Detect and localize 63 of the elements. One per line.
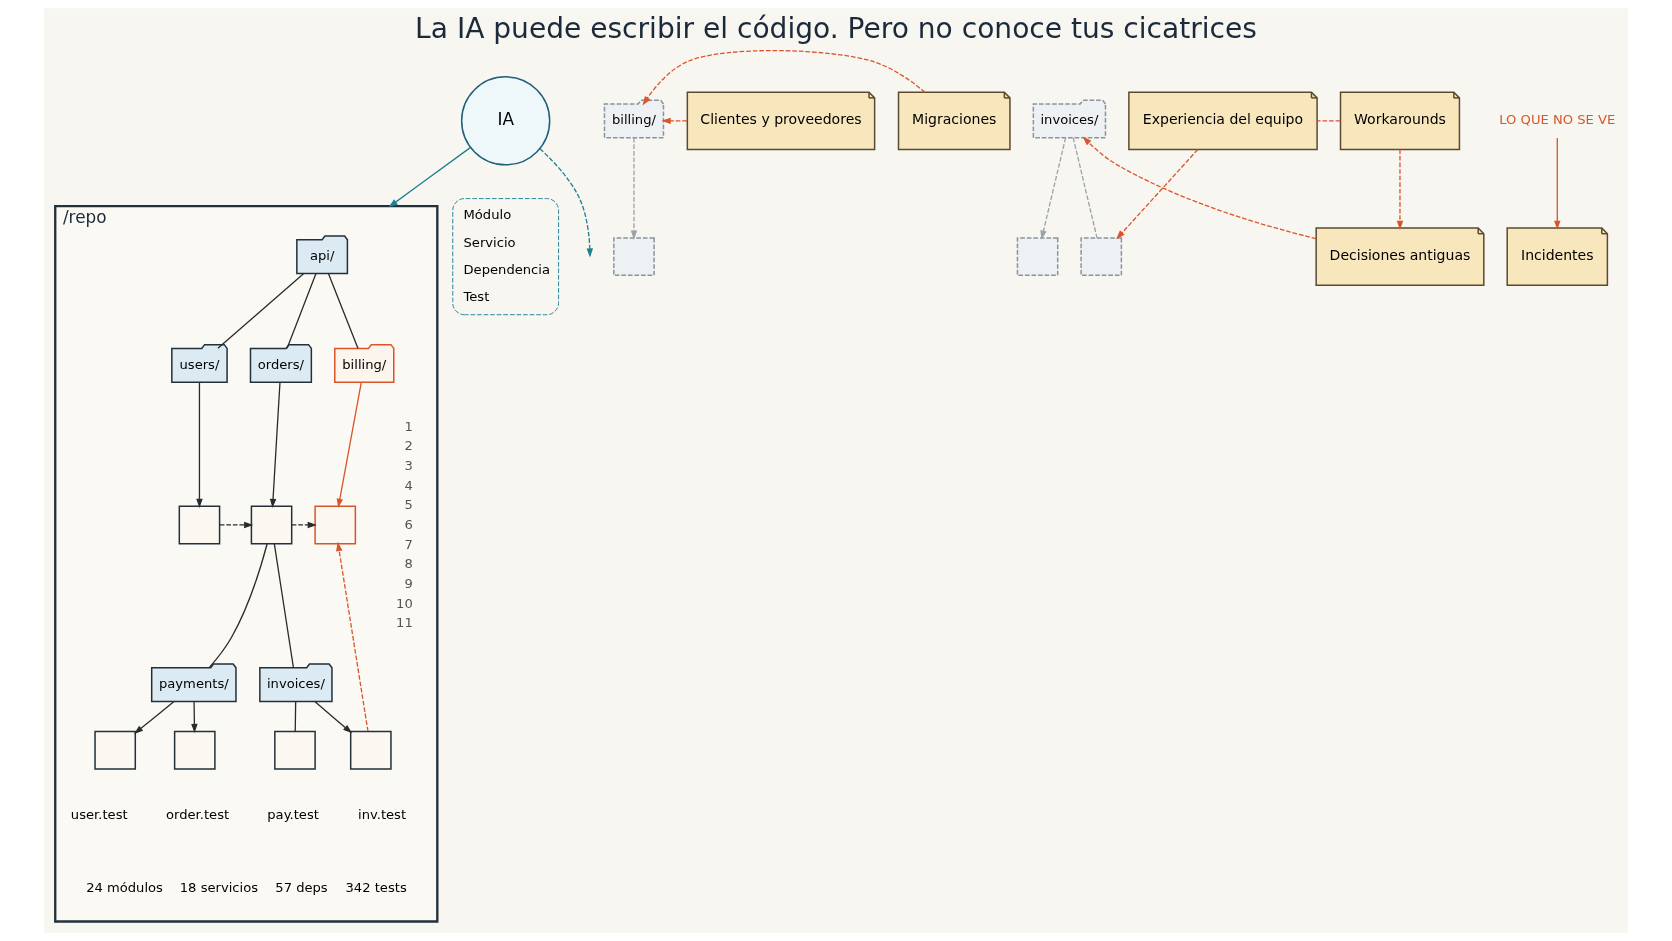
arrow bbox=[661, 117, 688, 125]
arrow bbox=[219, 521, 254, 529]
connector bbox=[208, 543, 268, 669]
node-box bbox=[173, 730, 216, 770]
node-text: LO QUE NO SE VE bbox=[1499, 112, 1616, 128]
arrow bbox=[196, 381, 203, 508]
arrow bbox=[1082, 136, 1317, 240]
arrow bbox=[191, 700, 198, 734]
legend-label: Módulo bbox=[463, 207, 512, 223]
node-box bbox=[613, 237, 655, 277]
node-box bbox=[349, 730, 392, 770]
node-box bbox=[1080, 237, 1123, 277]
arrow bbox=[1396, 148, 1404, 230]
diagram-title: La IA puede escribir el código. Pero no conoce tus cicatrices bbox=[415, 12, 1257, 46]
legend-label: Test bbox=[463, 288, 490, 304]
arrow bbox=[134, 700, 175, 734]
label: 2 bbox=[404, 438, 413, 454]
node-box bbox=[178, 505, 221, 545]
connector bbox=[327, 273, 359, 349]
label: 4 bbox=[404, 477, 413, 493]
label: 10 bbox=[396, 595, 413, 611]
arrow bbox=[336, 541, 369, 732]
label: 1 bbox=[404, 418, 413, 434]
label: 24 módulos bbox=[86, 880, 163, 896]
label: 18 servicios bbox=[179, 880, 259, 896]
node-circle: IA bbox=[460, 76, 551, 166]
node-box bbox=[250, 505, 293, 545]
label: 7 bbox=[404, 536, 413, 552]
arrow bbox=[336, 381, 362, 508]
arrow bbox=[1554, 137, 1561, 230]
node-label: order.test bbox=[166, 807, 230, 823]
arrow bbox=[269, 381, 281, 508]
node-box bbox=[274, 730, 316, 770]
connector bbox=[1316, 120, 1341, 122]
connector bbox=[286, 273, 317, 349]
legend-label: Servicio bbox=[463, 234, 516, 250]
arrow bbox=[1040, 137, 1067, 240]
arrow bbox=[388, 146, 471, 208]
node-box bbox=[1016, 237, 1059, 277]
node-label: inv.test bbox=[358, 807, 407, 823]
legend-label: Dependencia bbox=[463, 261, 550, 277]
label: 6 bbox=[404, 516, 413, 532]
label: 57 deps bbox=[275, 880, 328, 896]
label: 5 bbox=[404, 497, 413, 513]
node-label: user.test bbox=[70, 807, 128, 823]
arrow bbox=[291, 521, 317, 529]
node-box bbox=[314, 505, 357, 545]
label: 9 bbox=[404, 575, 413, 591]
connector bbox=[1072, 137, 1098, 239]
connector bbox=[273, 543, 295, 669]
arrow bbox=[314, 700, 353, 734]
arrow bbox=[630, 137, 638, 240]
arrow bbox=[539, 148, 594, 258]
label: 11 bbox=[396, 615, 413, 631]
arrow bbox=[642, 49, 926, 106]
label: 342 tests bbox=[345, 880, 407, 896]
connector bbox=[294, 700, 297, 732]
connector bbox=[217, 272, 305, 349]
node-label: pay.test bbox=[267, 807, 319, 823]
node-box bbox=[94, 730, 137, 770]
label: 8 bbox=[404, 556, 413, 572]
arrow bbox=[1116, 148, 1199, 240]
label: 3 bbox=[404, 457, 413, 473]
